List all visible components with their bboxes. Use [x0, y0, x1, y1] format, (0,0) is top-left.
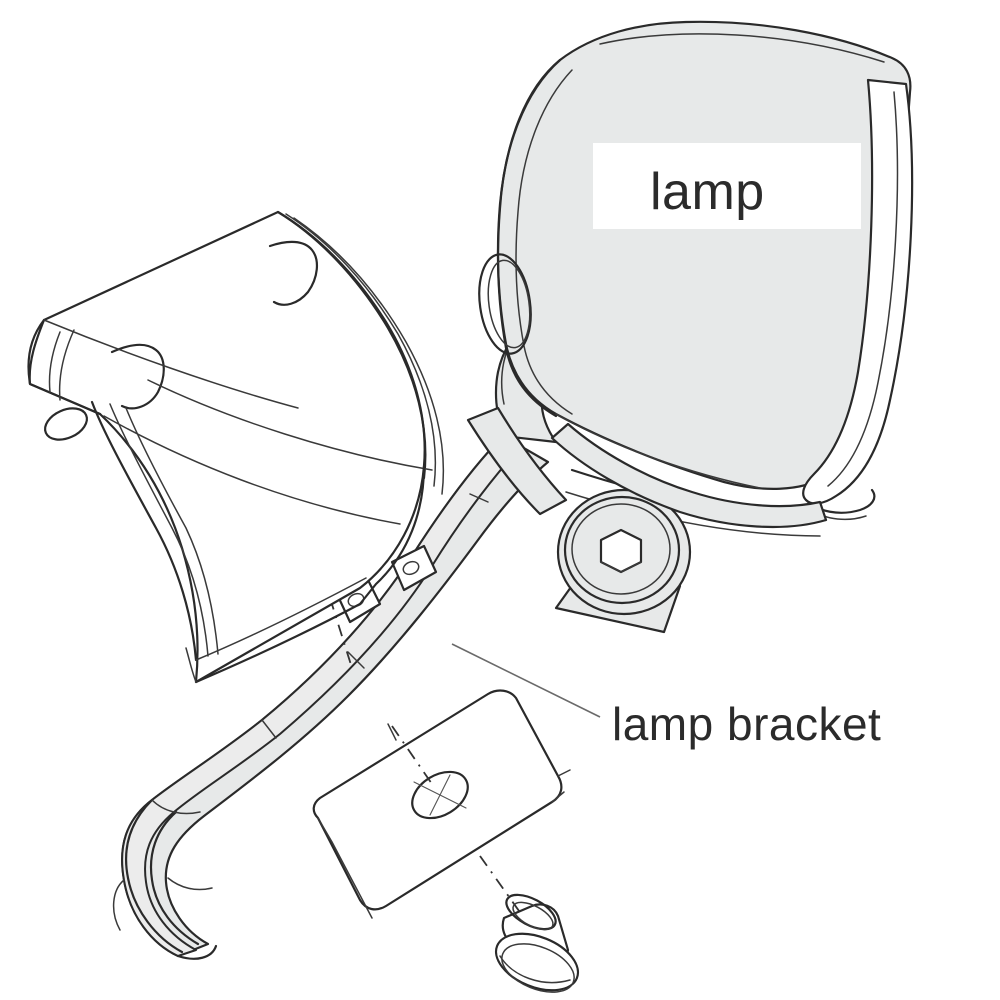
clamp-bottom-edge	[194, 602, 362, 684]
bracket-section-tick-1	[167, 877, 213, 891]
clamp-bore-hole	[44, 407, 88, 441]
callout-lamp: lamp	[593, 143, 861, 229]
clamp-inner-lip-1	[90, 400, 198, 662]
bracket-section-tick-4	[261, 719, 277, 739]
clamp-seam-2	[147, 379, 433, 471]
bracket-tab-2-hole	[402, 560, 420, 576]
bracket-pivot-boss	[556, 488, 692, 616]
tab-centerline	[329, 597, 353, 669]
fastener-head-flange	[494, 932, 580, 992]
lamp-lens-opening-inner	[487, 259, 531, 349]
clamp-end-cap-lip	[58, 329, 75, 401]
fastener-head-flange-inner	[501, 943, 575, 993]
clamp-end-cap-inner	[48, 331, 61, 393]
callout-lamp-bracket-text: lamp bracket	[612, 698, 881, 750]
bracket-hook-inner-profile	[124, 798, 184, 954]
lamp-bracket-leader-line	[451, 643, 601, 718]
plate-hole-centerline	[391, 725, 433, 785]
backing-plate-edge-right	[557, 769, 571, 777]
callout-lamp-bracket: lamp bracket	[612, 698, 881, 750]
backing-plate-part	[312, 689, 571, 919]
bracket-section-tick-5	[347, 651, 365, 669]
fastener-rivet-part	[494, 893, 580, 993]
clamp-tab-upper	[268, 240, 318, 306]
fastener-head-lip	[499, 955, 571, 984]
backing-plate-hole-cross-2	[429, 774, 451, 816]
bracket-section-tick-3	[112, 879, 125, 931]
bracket-strut	[466, 406, 568, 516]
backing-plate-seam	[387, 723, 397, 741]
clamp-seam-3	[43, 319, 299, 409]
lamp-housing-part	[478, 20, 914, 529]
lamp-top-edge	[599, 33, 885, 63]
bracket-hook-outer-profile	[150, 810, 200, 946]
clamp-rim-arc-3	[293, 217, 445, 495]
bracket-section-tick-7	[469, 493, 489, 503]
clamp-shell-part	[27, 210, 445, 684]
clamp-inner-lip-2	[109, 403, 209, 657]
bracket-tab-2	[390, 544, 438, 592]
lamp-side-flange-inner	[827, 91, 899, 487]
backing-plate-thickness	[317, 817, 373, 919]
backing-plate-thickness-2	[551, 791, 565, 803]
clamp-tab-lower	[110, 343, 165, 410]
lamp-lower-skirt	[555, 413, 761, 489]
lamp-lens-opening	[478, 253, 532, 355]
callout-lamp-box	[593, 143, 861, 229]
clamp-bottom-corner	[185, 647, 197, 683]
lamp-foot	[550, 422, 828, 529]
clamp-right-face	[358, 464, 426, 606]
pivot-boss-ring-2	[571, 503, 671, 595]
fastener-shank-top-inner	[512, 901, 554, 931]
clamp-rim-arc-2	[285, 213, 437, 487]
clamp-inner-lip-3	[125, 407, 219, 655]
callout-lamp-text: lamp	[650, 163, 765, 221]
clamp-bottom-edge-2	[195, 577, 367, 661]
fastener-centerline	[479, 855, 525, 919]
pivot-boss-ring-1	[563, 495, 681, 605]
clamp-rim-arc-1	[276, 210, 427, 480]
backing-plate-hole	[411, 770, 469, 820]
clamp-shell-face	[27, 210, 426, 684]
bracket-hook-tip	[176, 944, 218, 960]
clamp-end-cap	[28, 318, 102, 416]
bracket-section-tick-2	[151, 799, 201, 815]
hex-socket-inner-shade	[600, 561, 642, 573]
